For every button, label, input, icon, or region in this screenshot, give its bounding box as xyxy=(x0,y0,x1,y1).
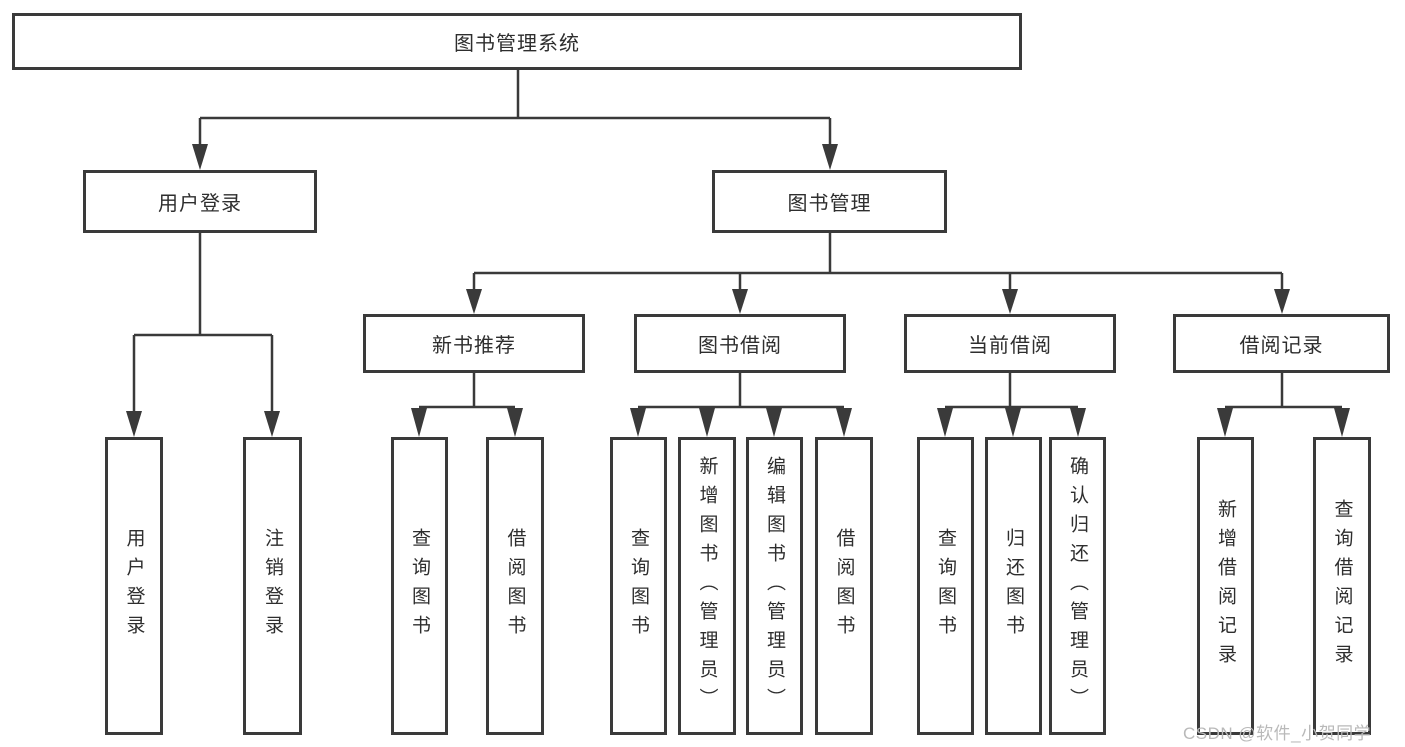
leaf-user-login: 用户登录 xyxy=(105,437,163,735)
leaf-query-books-recommend-label: 查询图书 xyxy=(409,528,430,644)
leaf-add-borrow-record-label: 新增借阅记录 xyxy=(1215,499,1236,673)
arrow-leaf-3 xyxy=(507,408,523,437)
leaf-query-books-current: 查询图书 xyxy=(917,437,974,735)
arrow-leaf-2 xyxy=(411,408,427,437)
node-root: 图书管理系统 xyxy=(12,13,1022,70)
node-book-management-label: 图书管理 xyxy=(787,193,872,215)
leaf-user-login-label: 用户登录 xyxy=(123,528,145,644)
node-book-management: 图书管理 xyxy=(712,170,947,233)
arrow-leaf-10 xyxy=(1070,408,1086,437)
leaf-query-books-current-label: 查询图书 xyxy=(935,528,956,644)
arrow-new-book-recommend xyxy=(466,289,482,314)
arrow-leaf-1 xyxy=(264,411,280,437)
node-borrowing-records: 借阅记录 xyxy=(1173,314,1390,373)
leaf-logout: 注销登录 xyxy=(243,437,302,735)
node-book-borrowing-label: 图书借阅 xyxy=(698,335,782,357)
leaf-query-borrow-record-label: 查询借阅记录 xyxy=(1331,499,1353,673)
arrow-leaf-12 xyxy=(1334,408,1350,437)
leaf-query-books-recommend: 查询图书 xyxy=(391,437,448,735)
leaf-edit-books-admin: 编辑图书（管理员） xyxy=(746,437,803,735)
leaf-borrow-books: 借阅图书 xyxy=(815,437,873,735)
leaf-confirm-return-admin: 确认归还（管理员） xyxy=(1049,437,1106,735)
arrow-leaf-5 xyxy=(699,408,715,437)
leaf-add-books-admin-label: 新增图书（管理员） xyxy=(696,455,718,717)
leaf-add-books-admin: 新增图书（管理员） xyxy=(678,437,736,735)
leaf-add-borrow-record: 新增借阅记录 xyxy=(1197,437,1254,735)
leaf-borrow-books-recommend-label: 借阅图书 xyxy=(504,528,526,644)
leaf-edit-books-admin-label: 编辑图书（管理员） xyxy=(764,455,785,717)
arrow-leaf-6 xyxy=(766,408,782,437)
arrow-leaf-0 xyxy=(126,411,142,437)
node-new-book-recommend: 新书推荐 xyxy=(363,314,585,373)
arrow-book-management xyxy=(822,144,838,170)
arrow-book-borrowing xyxy=(732,289,748,314)
leaf-logout-label: 注销登录 xyxy=(262,528,283,644)
leaf-query-borrow-record: 查询借阅记录 xyxy=(1313,437,1371,735)
node-current-borrowing: 当前借阅 xyxy=(904,314,1116,373)
leaf-return-books: 归还图书 xyxy=(985,437,1042,735)
leaf-borrow-books-label: 借阅图书 xyxy=(833,528,855,644)
arrow-leaf-7 xyxy=(836,408,852,437)
node-user-login: 用户登录 xyxy=(83,170,317,233)
arrow-current-borrowing xyxy=(1002,289,1018,314)
arrow-leaf-9 xyxy=(1005,408,1021,437)
arrow-borrowing-records xyxy=(1274,289,1290,314)
csdn-watermark: CSDN @软件_小贺同学 xyxy=(1183,724,1372,743)
leaf-query-books-borrowing: 查询图书 xyxy=(610,437,667,735)
leaf-query-books-borrowing-label: 查询图书 xyxy=(628,528,649,644)
leaf-return-books-label: 归还图书 xyxy=(1003,528,1024,644)
node-book-borrowing: 图书借阅 xyxy=(634,314,846,373)
arrow-leaf-11 xyxy=(1217,408,1233,437)
leaf-borrow-books-recommend: 借阅图书 xyxy=(486,437,544,735)
arrow-leaf-4 xyxy=(630,408,646,437)
leaf-confirm-return-admin-label: 确认归还（管理员） xyxy=(1067,455,1088,717)
node-user-login-label: 用户登录 xyxy=(158,193,242,215)
node-current-borrowing-label: 当前借阅 xyxy=(968,335,1052,357)
arrow-user-login xyxy=(192,144,208,170)
arrow-leaf-8 xyxy=(937,408,953,437)
node-root-label: 图书管理系统 xyxy=(454,33,580,55)
node-borrowing-records-label: 借阅记录 xyxy=(1239,335,1324,357)
node-new-book-recommend-label: 新书推荐 xyxy=(432,335,516,357)
